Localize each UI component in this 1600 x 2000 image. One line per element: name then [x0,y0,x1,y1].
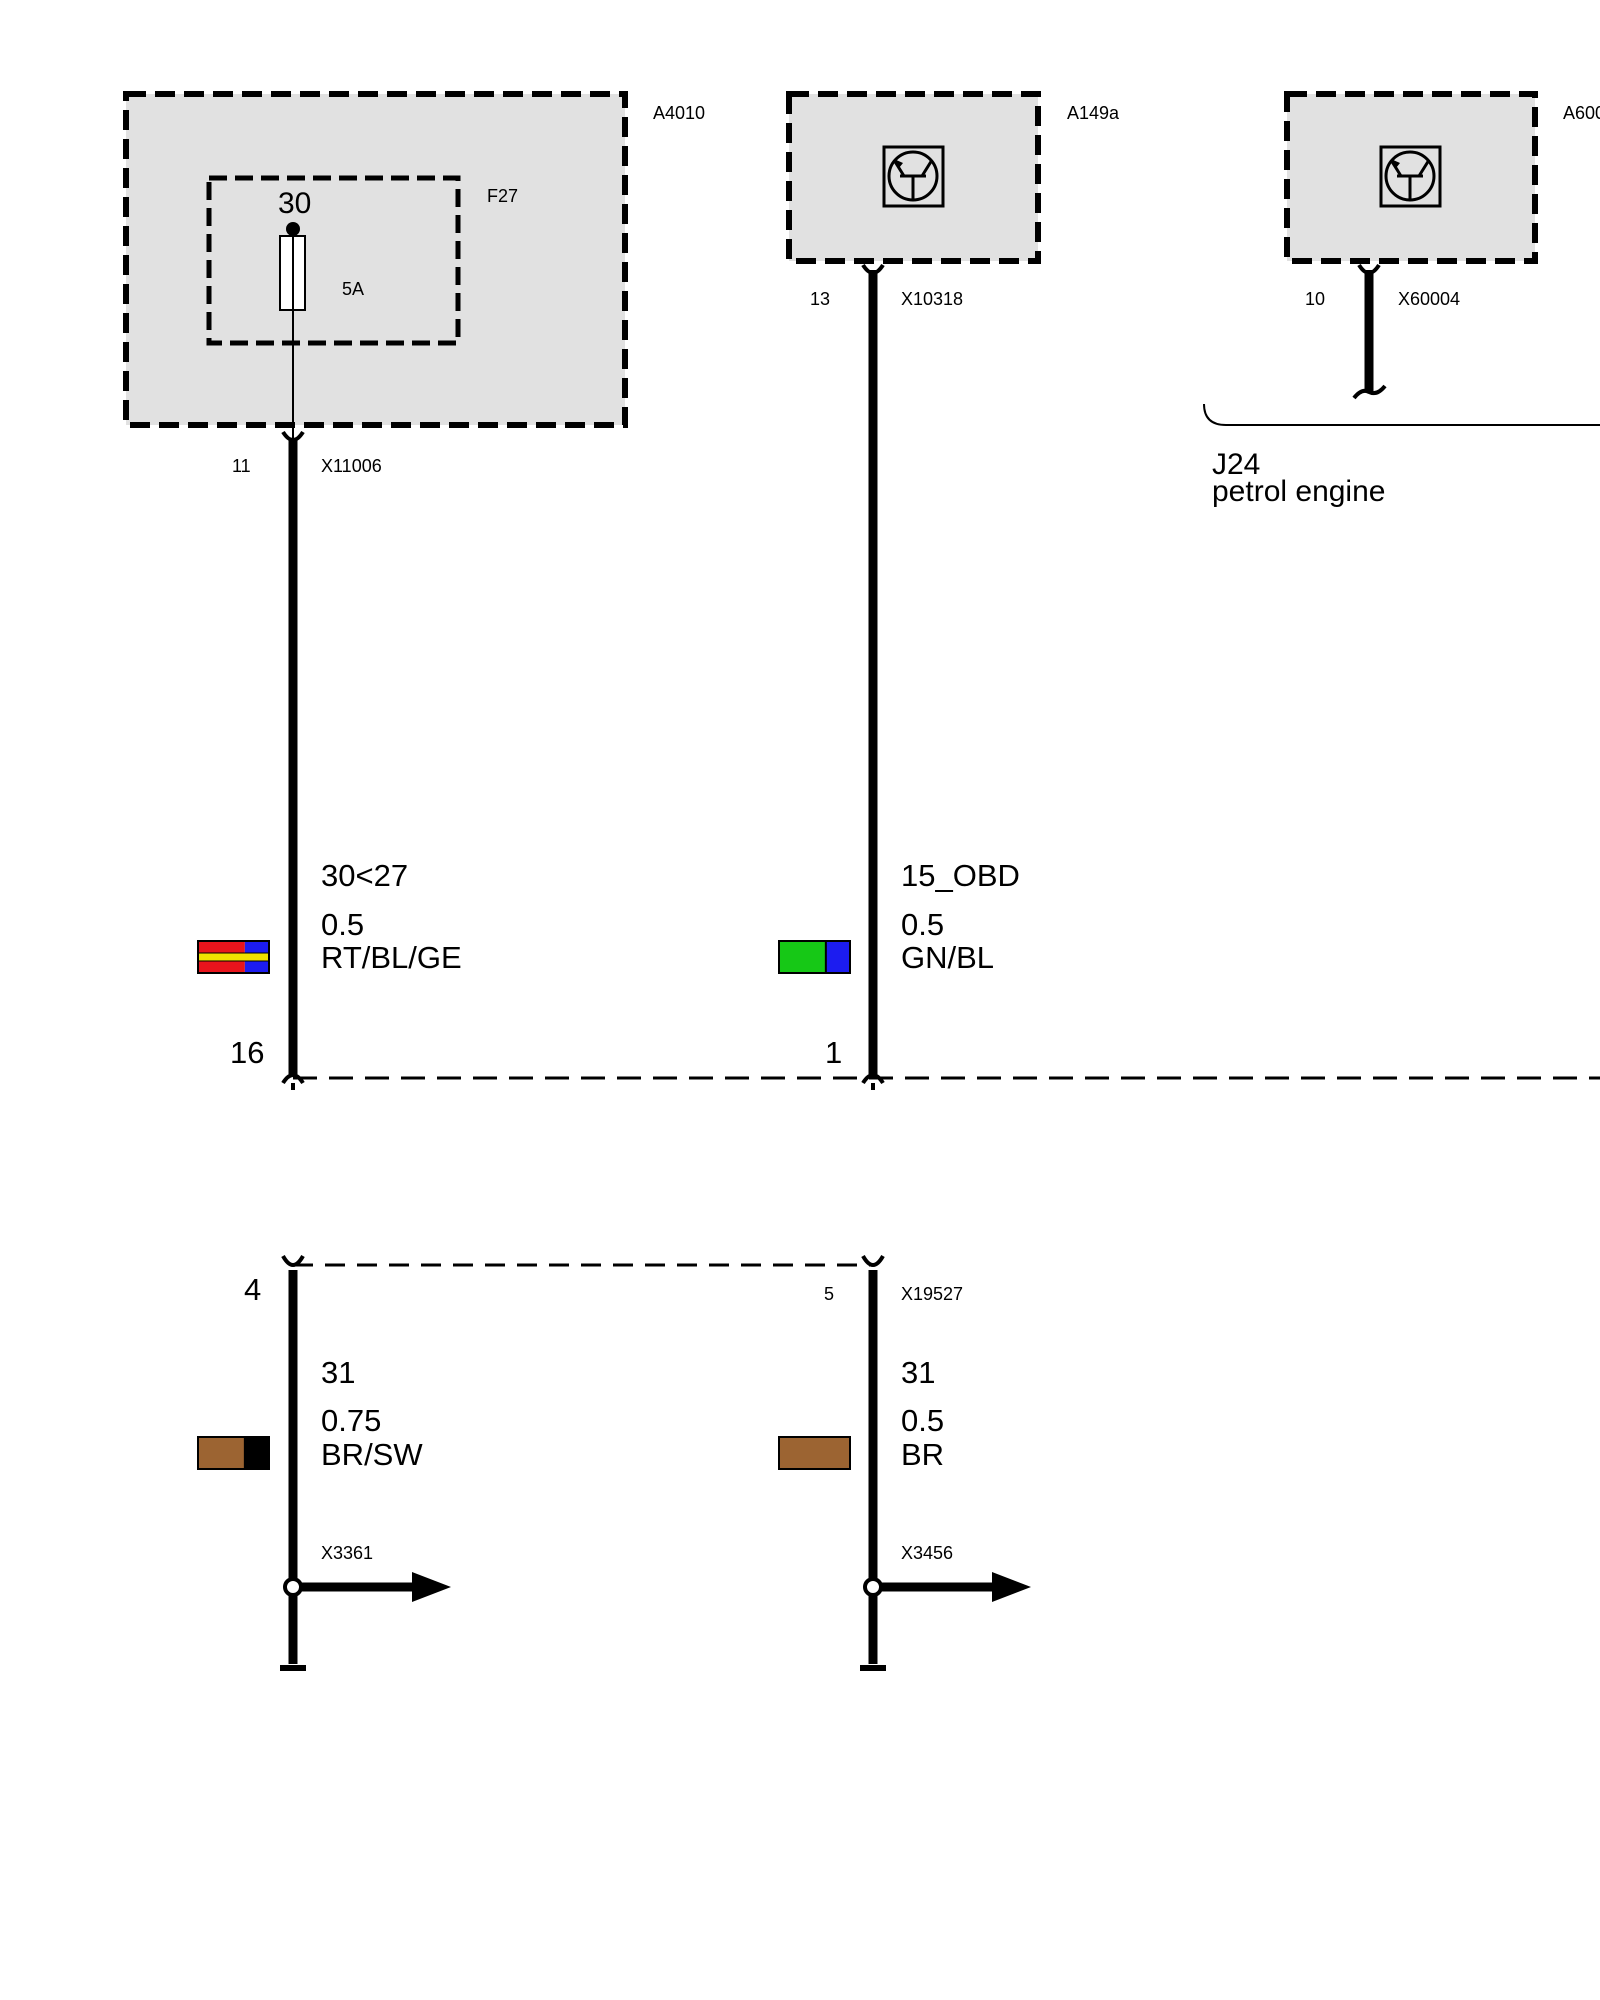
connector-x10318-pin: 13 [810,289,830,309]
module-a4010: A4010 F27 30 5A [123,91,705,438]
wire-break-icon [1352,384,1387,400]
connector-x10318-label: X10318 [901,289,963,309]
junction-icon [863,1577,883,1597]
swatch-border [197,940,270,974]
connector-x19527-label: X19527 [901,1284,963,1304]
wire-31-a-signal: 31 [321,1355,355,1390]
variant-desc: petrol engine [1212,475,1385,508]
wire-31-a-size: 0.75 [321,1403,381,1438]
swatch-base [779,941,826,973]
wire-15-obd-signal: 15_OBD [901,858,1020,893]
connector-x3361 [283,1572,451,1602]
swatch-border [197,1436,270,1470]
connector-x3361-label: X3361 [321,1543,373,1563]
wire-color-swatch [778,1436,851,1470]
fuse-f27-box [206,175,461,346]
transistor-icon [882,145,945,208]
fuse-rating-label: 5A [342,279,364,299]
module-a4010-label: A4010 [653,103,705,123]
connector-x3456-label: X3456 [901,1543,953,1563]
variant-code: J24 [1212,448,1260,481]
wire-color-swatch [778,940,851,974]
arrow-right-icon [992,1572,1031,1602]
connector-x11006-pin: 11 [232,456,251,476]
wire-31-b-size: 0.5 [901,1403,944,1438]
connector-x11006-label: X11006 [321,456,382,476]
arrow-right-icon [412,1572,451,1602]
connector-x60004: 10 X60004 [1305,263,1460,309]
swatch-tracer [197,952,270,962]
fuse-terminal-label: 30 [278,187,311,220]
wire-15-obd-color-code: GN/BL [901,940,994,975]
connector-x3456 [863,1572,1031,1602]
wire-31-a-color-code: BR/SW [321,1437,423,1472]
wire-15-obd-size: 0.5 [901,907,944,942]
connector-x60004-label: X60004 [1398,289,1460,309]
wire-15-obd-pin: 1 [825,1035,842,1070]
wire-30-27-color-code: RT/BL/GE [321,940,462,975]
junction-icon [283,1577,303,1597]
wire-31-b-color-code: BR [901,1437,944,1472]
wire-color-swatch [197,940,270,974]
wire-31-b-signal: 31 [901,1355,935,1390]
wire-31-a-pin: 4 [244,1272,261,1307]
connector-plug-icon [281,1073,305,1085]
variant-bracket-line [1203,403,1600,426]
swatch-stripe [825,941,850,973]
module-a149a: A149a [786,91,1120,264]
connector-plug-icon [861,1073,885,1085]
swatch-stripe [244,1437,269,1469]
wire-30-27-size: 0.5 [321,907,364,942]
wire-color-swatch [197,1436,270,1470]
swatch-base [198,1437,245,1469]
transistor-icon [1379,145,1442,208]
connector-socket-icon [861,1254,885,1267]
module-a600-label: A600 [1563,103,1600,123]
module-a149a-label: A149a [1067,103,1120,123]
swatch-base [779,1437,850,1469]
variant-bracket: J24 petrol engine [1203,403,1600,508]
module-a4010-box [123,91,628,428]
connector-socket-icon [281,1254,305,1267]
wire-30-27-pin: 16 [230,1035,264,1070]
swatch-border [778,1436,851,1470]
connector-x19527-pin: 5 [824,1284,834,1304]
swatch-border [778,940,851,974]
fuse-f27-label: F27 [487,186,518,206]
module-a600: A600 [1284,91,1600,264]
connector-x11006: 11 X11006 [232,430,382,476]
connector-x60004-pin: 10 [1305,289,1325,309]
connector-x10318: 13 X10318 [810,263,963,309]
wire-30-27-signal: 30<27 [321,858,408,893]
